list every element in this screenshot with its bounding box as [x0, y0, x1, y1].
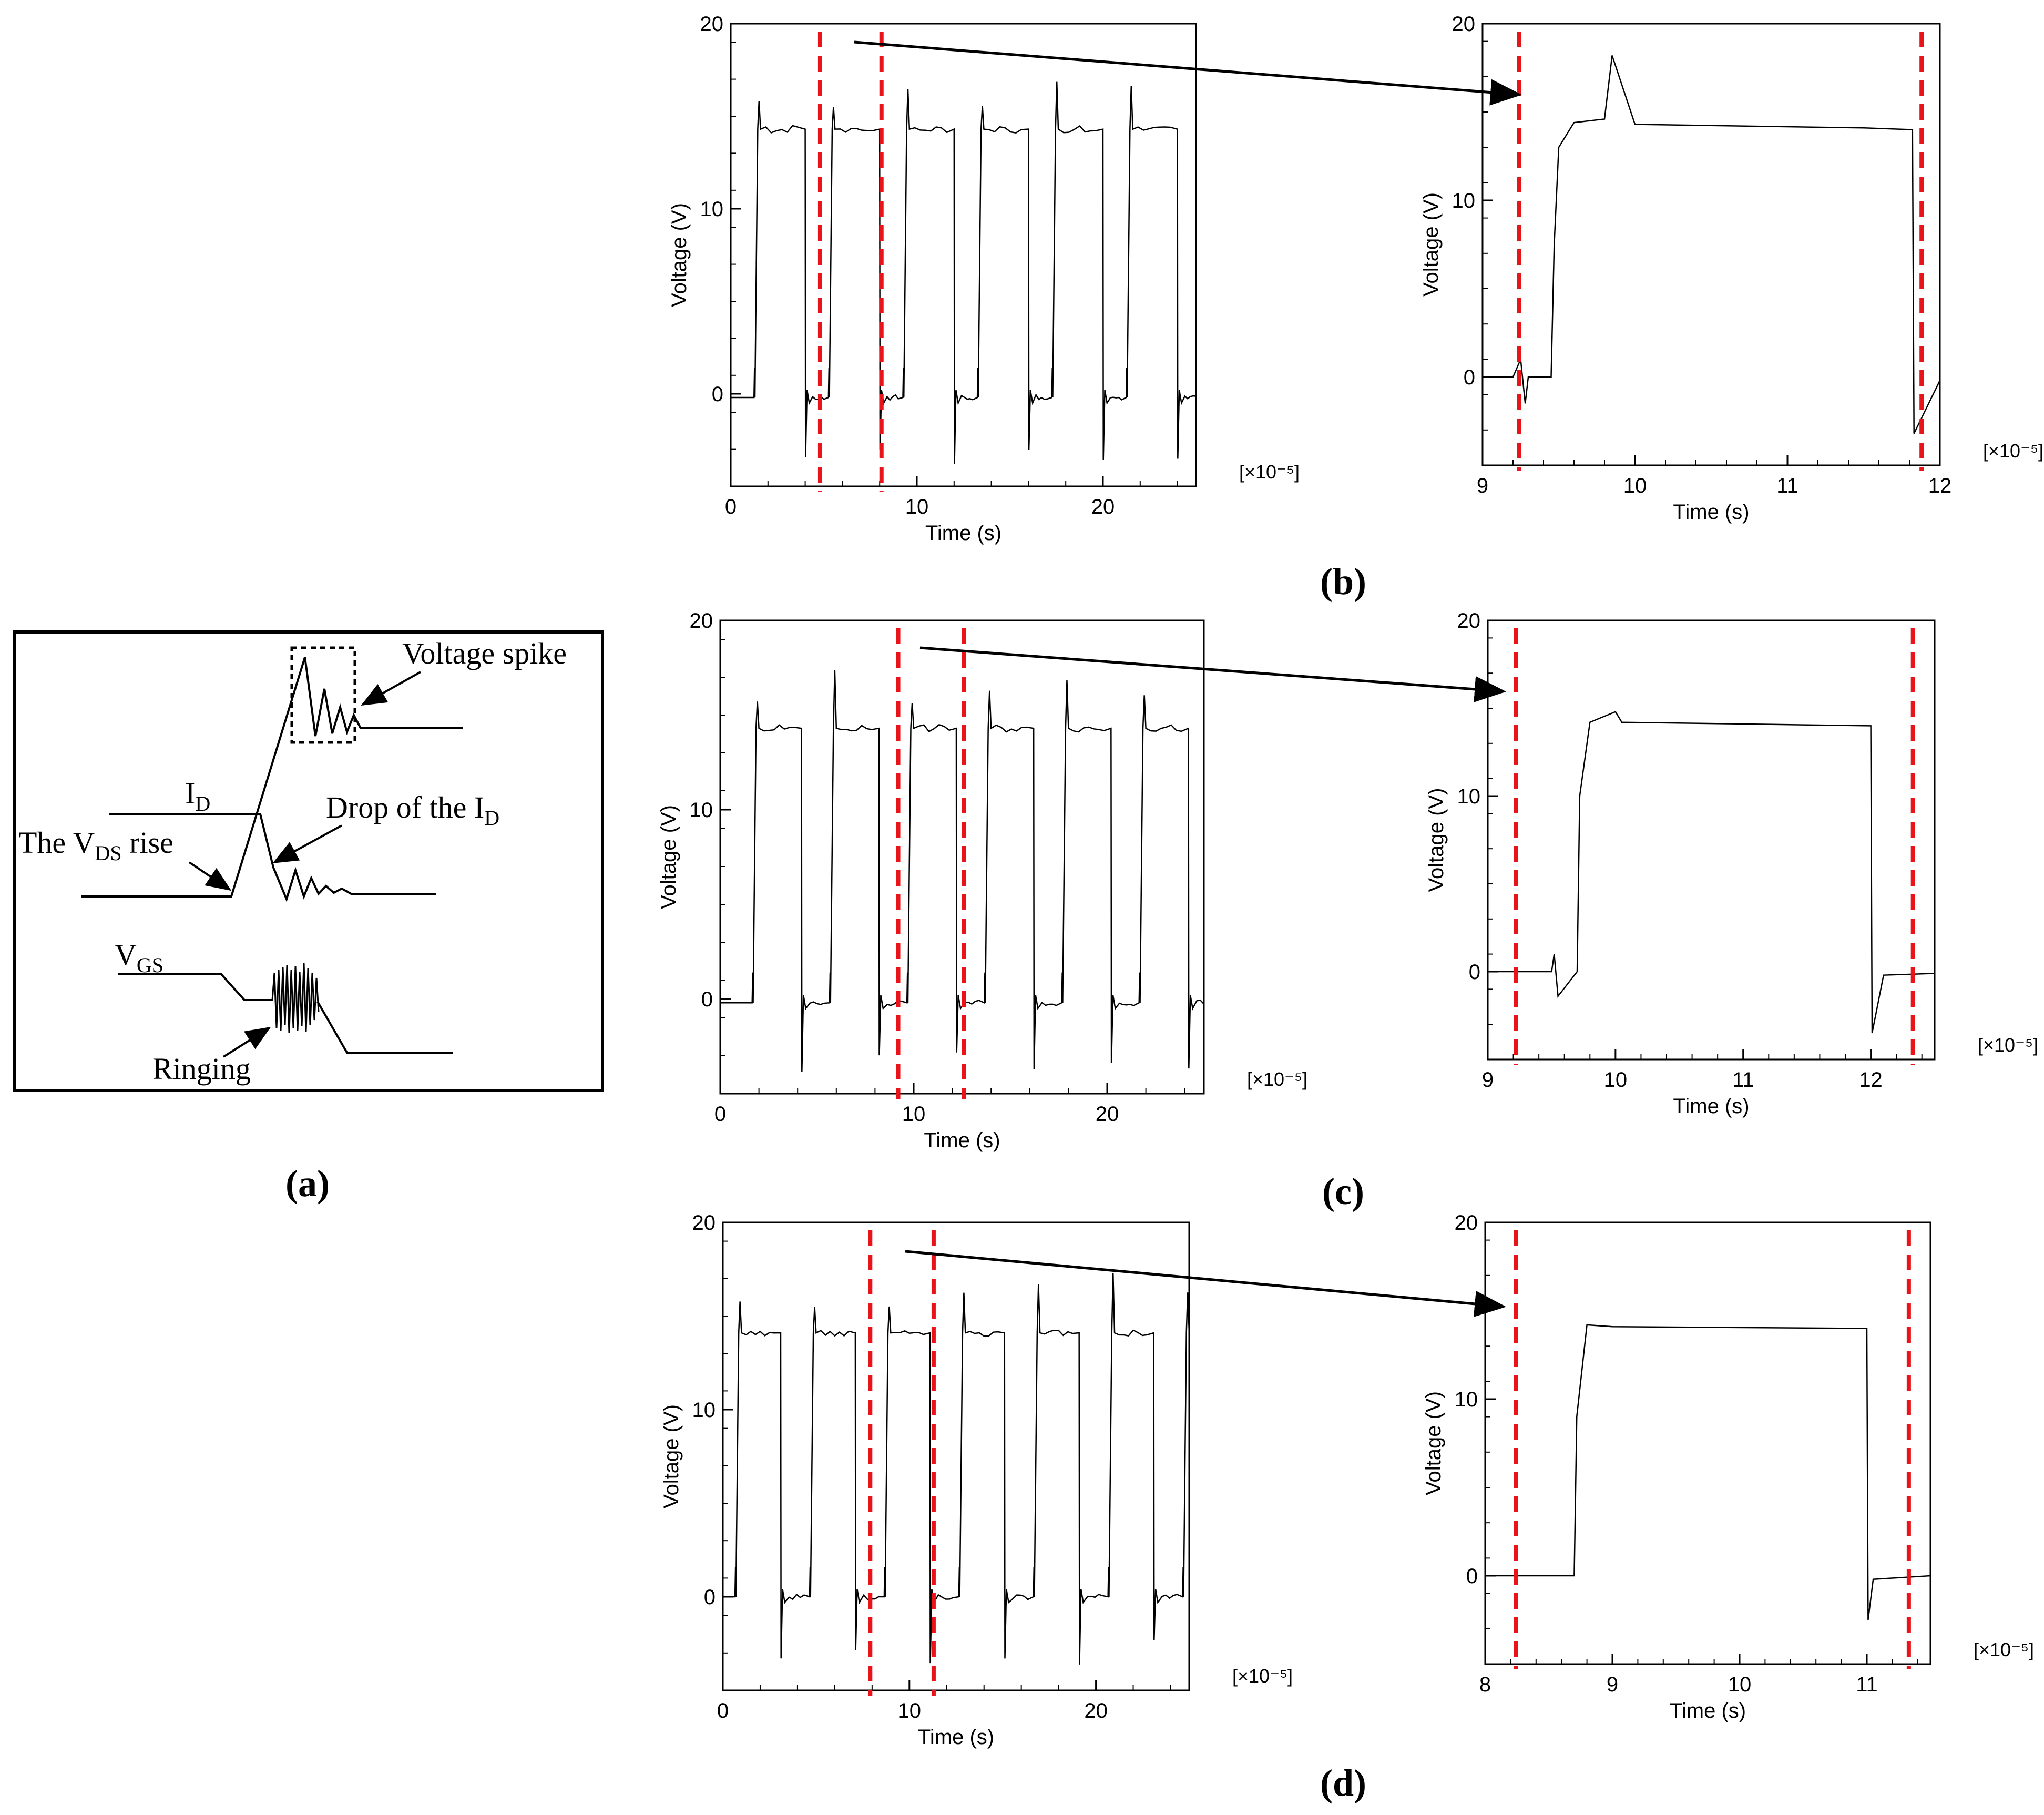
x-multiplier-label: [×10⁻⁵]: [1983, 440, 2043, 462]
x-multiplier-label: [×10⁻⁵]: [1239, 461, 1300, 483]
y-tick-label: 20: [1455, 1211, 1478, 1235]
y-tick-label: 20: [692, 1211, 716, 1235]
x-tick-label: 10: [1604, 1068, 1628, 1092]
x-tick-label: 20: [1096, 1103, 1119, 1126]
arrow-voltage-spike: [361, 671, 421, 706]
plot-frame: [722, 1221, 1190, 1691]
plot-frame: [1487, 619, 1936, 1061]
label-vds-rise: The VDS rise: [18, 825, 173, 865]
x-tick-label: 11: [1856, 1673, 1878, 1696]
x-tick-label: 9: [1482, 1068, 1494, 1092]
voltage-trace: [1485, 1324, 1931, 1620]
x-tick-label: 8: [1479, 1673, 1491, 1696]
x-tick-label: 11: [1732, 1068, 1754, 1092]
x-axis-label: Time (s): [918, 1726, 994, 1749]
y-tick-label: 20: [700, 13, 724, 36]
panel-label-c: (c): [1322, 1170, 1364, 1212]
zoom-arrow-c: [919, 646, 1506, 702]
x-tick-label: 9: [1607, 1673, 1618, 1696]
label-ringing: Ringing: [152, 1052, 251, 1086]
y-tick-label: 0: [1466, 1565, 1478, 1588]
x-tick-label: 10: [1728, 1673, 1752, 1696]
y-tick-label: 0: [1464, 366, 1475, 389]
y-axis-label: Voltage (V): [1419, 192, 1443, 297]
vgs-trace: [118, 973, 273, 1001]
x-tick-label: 0: [725, 495, 737, 518]
plot-frame: [1484, 1221, 1931, 1665]
x-tick-label: 10: [905, 495, 929, 518]
schematic-frame: [13, 630, 604, 1092]
x-multiplier-label: [×10⁻⁵]: [1974, 1639, 2034, 1660]
y-axis-label: Voltage (V): [1422, 1391, 1445, 1495]
label-voltage-spike: Voltage spike: [402, 636, 567, 670]
y-tick-label: 0: [712, 383, 723, 406]
voltage-trace: [731, 81, 1197, 464]
y-axis-label: Voltage (V): [1425, 788, 1448, 892]
y-tick-label: 10: [1455, 1388, 1478, 1411]
y-tick-label: 20: [1452, 13, 1476, 36]
x-tick-label: 20: [1091, 495, 1115, 518]
x-tick-label: 12: [1928, 474, 1952, 497]
y-tick-label: 10: [1452, 189, 1476, 212]
vgs-trace-tail: [316, 1001, 453, 1054]
vgs-ringing: [271, 963, 320, 1034]
y-tick-label: 20: [690, 609, 713, 633]
zoom-arrow-d: [905, 1250, 1506, 1317]
x-axis-label: Time (s): [1673, 501, 1749, 524]
arrow-ringing: [222, 1026, 271, 1058]
x-tick-label: 0: [717, 1699, 729, 1722]
panel-label-a: (a): [285, 1163, 330, 1205]
panel-label-d: (d): [1320, 1762, 1366, 1804]
voltage-trace: [1483, 55, 1941, 434]
id-current-trace: [109, 813, 436, 902]
voltage-trace: [1488, 711, 1935, 1034]
voltage-trace: [720, 670, 1205, 1073]
y-tick-label: 0: [701, 988, 713, 1011]
y-tick-label: 10: [700, 198, 724, 221]
x-axis-label: Time (s): [1673, 1095, 1749, 1118]
x-tick-label: 10: [1623, 474, 1647, 497]
y-axis-label: Voltage (V): [668, 203, 691, 307]
panel-label-b: (b): [1320, 560, 1366, 603]
label-drop-of-id: Drop of the ID: [326, 790, 499, 830]
x-axis-label: Time (s): [1670, 1699, 1746, 1722]
voltage-trace: [723, 1273, 1190, 1665]
y-tick-label: 10: [692, 1399, 716, 1422]
y-tick-label: 10: [690, 799, 713, 822]
label-vgs: VGS: [115, 937, 163, 977]
y-tick-label: 20: [1457, 609, 1481, 633]
x-multiplier-label: [×10⁻⁵]: [1978, 1034, 2038, 1056]
x-tick-label: 10: [898, 1699, 922, 1722]
plot-frame: [730, 23, 1197, 487]
arrow-vds-rise: [188, 861, 232, 891]
x-multiplier-label: [×10⁻⁵]: [1232, 1665, 1293, 1687]
x-tick-label: 12: [1859, 1068, 1883, 1092]
x-axis-label: Time (s): [925, 522, 1001, 545]
y-tick-label: 0: [704, 1586, 716, 1609]
arrow-drop-of-id: [272, 824, 342, 863]
x-tick-label: 11: [1776, 474, 1798, 497]
zoom-arrow-b: [854, 40, 1522, 106]
x-tick-label: 10: [902, 1103, 926, 1126]
x-tick-label: 0: [714, 1103, 726, 1126]
y-tick-label: 0: [1469, 961, 1480, 984]
x-tick-label: 9: [1477, 474, 1488, 497]
x-axis-label: Time (s): [924, 1129, 1000, 1152]
voltage-spike-box: [290, 646, 356, 744]
y-tick-label: 10: [1457, 785, 1481, 808]
schematic-panel: Voltage spike ID The VDS rise Drop of th…: [13, 630, 604, 1092]
label-id: ID: [185, 776, 210, 815]
x-tick-label: 20: [1084, 1699, 1108, 1722]
plot-frame: [1481, 23, 1941, 466]
x-multiplier-label: [×10⁻⁵]: [1247, 1068, 1307, 1090]
y-axis-label: Voltage (V): [660, 1404, 683, 1508]
y-axis-label: Voltage (V): [657, 805, 680, 909]
